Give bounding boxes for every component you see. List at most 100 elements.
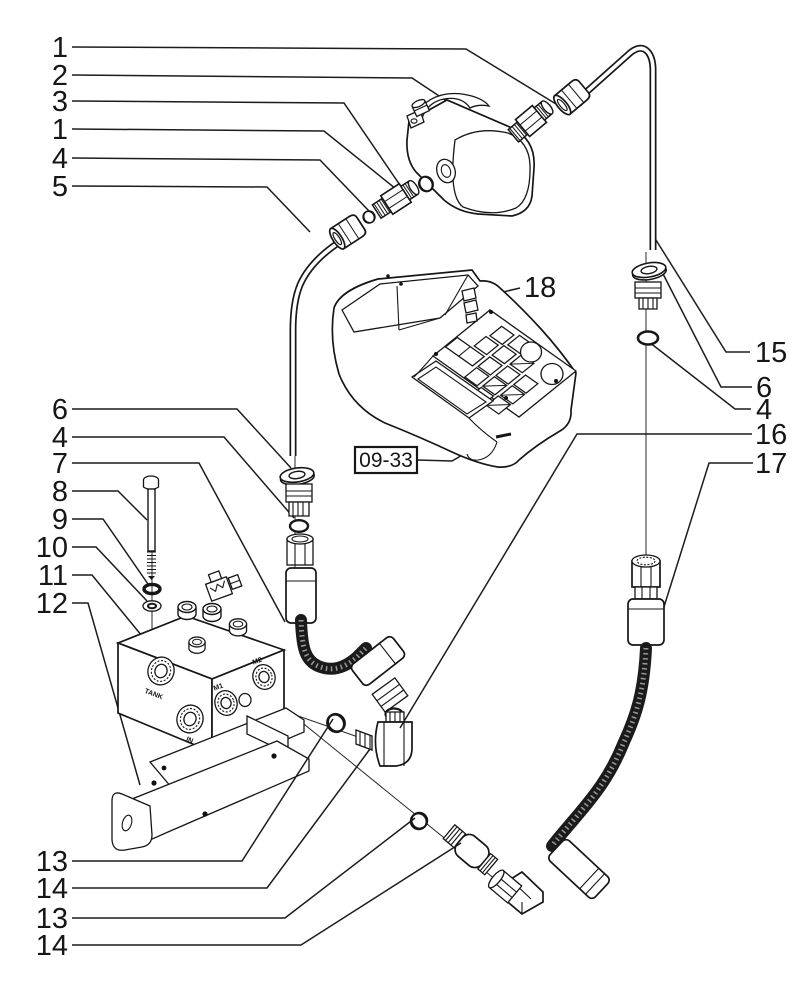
tube-nut-top (550, 76, 593, 118)
leader-17 (662, 462, 753, 611)
nut-14b (487, 869, 523, 904)
hose17-end-sleeve (547, 838, 611, 900)
rigid-tube-15 (580, 44, 657, 250)
callout-16: 16 (755, 419, 787, 451)
callout-2: 2 (52, 60, 68, 92)
pump-port (436, 158, 456, 184)
console-tray-rim (341, 274, 479, 333)
screw-dot (504, 396, 508, 400)
page-ref-box: 09-33 (353, 445, 419, 475)
callout-5: 5 (52, 171, 68, 203)
leader-5 (71, 185, 311, 233)
connector (227, 573, 243, 591)
adapter-fitting-14a (442, 823, 499, 876)
console-ridge (413, 355, 434, 378)
o-ring-4c (636, 330, 660, 346)
callout-12: 12 (36, 588, 68, 620)
o-ring-13a (322, 709, 350, 737)
hex-plug (202, 602, 222, 623)
pump-flange (410, 92, 491, 119)
callout-18: 18 (524, 272, 556, 304)
callout-10: 10 (36, 532, 68, 564)
callout-7: 7 (52, 448, 68, 480)
console-rim-edge (333, 278, 379, 309)
bracket-slot (121, 814, 133, 832)
gauge-hole (238, 692, 252, 708)
lock-washer-9 (142, 582, 162, 596)
leader-4b (72, 436, 295, 519)
leader-6a (72, 408, 292, 469)
leader-lines-over (72, 433, 752, 946)
pump-port-hole (440, 164, 452, 178)
leader-13a (72, 718, 334, 862)
o-ring-4a (360, 208, 378, 226)
leader-11 (72, 574, 161, 659)
bracket-hole (151, 780, 157, 786)
bracket-12 (111, 707, 310, 851)
leader-6b (660, 269, 752, 388)
hex-plug (188, 636, 206, 654)
port-m2 (252, 663, 276, 691)
flange-washer-6b (630, 259, 669, 284)
key-button (473, 335, 500, 356)
hose7-end-nut (371, 676, 409, 714)
leader-8 (72, 490, 148, 521)
key-button (491, 344, 518, 365)
switch-18 (461, 287, 479, 324)
callout-1a: 1 (52, 32, 68, 64)
callout-6b: 6 (756, 372, 772, 404)
leader-10 (72, 546, 148, 602)
adapter-fitting-1-top (505, 96, 558, 146)
leader-4c (648, 341, 751, 410)
key-button (512, 374, 539, 394)
control-console (331, 269, 578, 468)
bracket-hole (271, 753, 277, 759)
leader-14a (72, 748, 371, 889)
callout-8: 8 (52, 476, 68, 508)
bracket-hole (202, 811, 208, 817)
page-ref-label: 09-33 (359, 449, 413, 472)
console-tray-interior (396, 274, 469, 331)
screw-dot (489, 310, 493, 314)
callout-17: 17 (755, 448, 787, 480)
display-window (410, 360, 495, 419)
callout-4a: 4 (52, 143, 68, 175)
leader-16 (399, 433, 752, 729)
callout-1b: 1 (52, 114, 68, 146)
leader-lines (71, 46, 753, 786)
tube-core (581, 46, 655, 250)
callout-11: 11 (38, 560, 68, 592)
callout-13b: 13 (36, 903, 68, 935)
short-hose-7 (295, 614, 372, 675)
port-m1 (214, 689, 238, 717)
port-in (176, 704, 204, 734)
key-button (463, 366, 490, 387)
pump-bolt (411, 98, 431, 118)
leader-1a (71, 46, 557, 105)
screw-dot (386, 274, 390, 278)
hose-nut-7 (286, 533, 314, 566)
hex-plug (228, 618, 248, 637)
leader-4a (71, 157, 370, 212)
callout-14a: 14 (36, 873, 68, 905)
callout-6a: 6 (52, 394, 68, 426)
leader-7 (72, 462, 286, 623)
console-dash-mark (495, 432, 512, 439)
display-window-inner (417, 366, 487, 415)
bolt-8 (142, 475, 160, 580)
leader-13b (72, 817, 416, 919)
console-contours (466, 417, 498, 461)
callout-14b: 14 (36, 930, 68, 962)
fitting-right (634, 281, 662, 310)
round-button (540, 362, 564, 386)
leader-12 (72, 602, 141, 786)
long-hose-17 (546, 642, 652, 852)
screw-dot (434, 352, 438, 356)
hose7-end-sleeve (350, 635, 406, 687)
callout-9: 9 (52, 504, 68, 536)
leader-3 (71, 100, 407, 195)
screw-dot (399, 282, 403, 286)
screw-dot (554, 379, 558, 383)
